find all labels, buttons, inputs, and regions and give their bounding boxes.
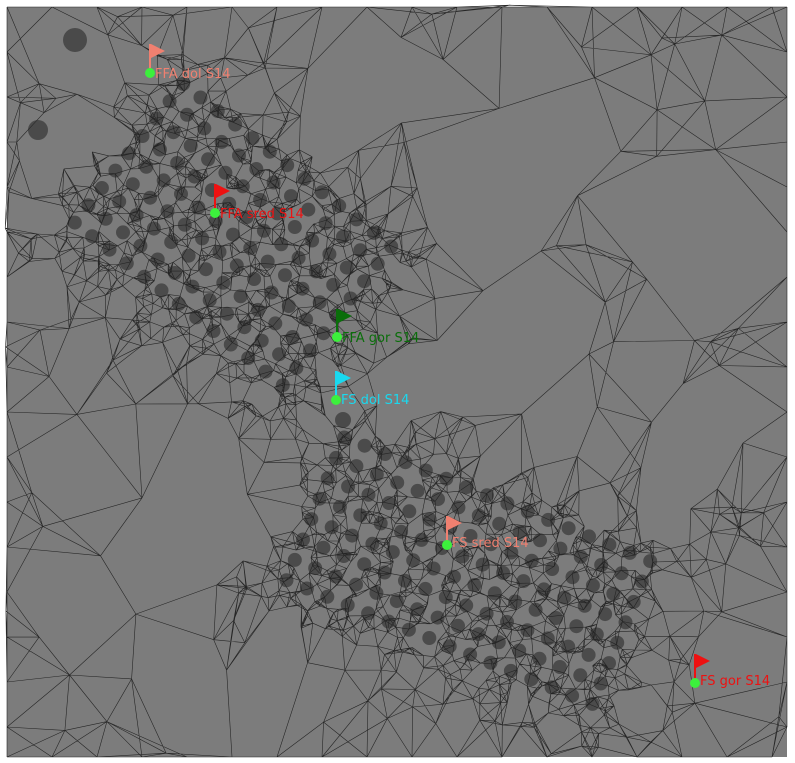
marker-label: FFA sred S14 [220,207,304,222]
triangle-mesh [4,4,788,758]
marker-fs-sred[interactable]: FS sred S14 [442,516,529,551]
flag-icon [338,309,352,323]
mesh-edges-path [4,4,788,758]
marker-point [145,68,155,78]
dense-spot [335,412,351,428]
marker-label: FS dol S14 [341,393,409,408]
flag-icon [696,654,710,668]
mesh-background [7,7,787,757]
flag-icon [151,44,165,58]
dense-spot [28,120,48,140]
dense-region-2 [279,430,658,711]
marker-ffa-dol[interactable]: FFA dol S14 [145,44,231,82]
marker-label: FS sred S14 [452,536,529,551]
marker-point [690,678,700,688]
marker-label: FFA gor S14 [342,331,419,346]
marker-label: FS gor S14 [700,674,770,689]
flag-icon [337,371,351,385]
marker-point [210,208,220,218]
marker-label: FFA dol S14 [155,67,231,82]
marker-point [442,540,452,550]
marker-point [332,332,342,342]
marker-point [331,395,341,405]
flag-icon [216,184,230,198]
dense-mesh-regions [28,28,658,711]
marker-fs-gor[interactable]: FS gor S14 [690,654,770,689]
marker-ffa-gor[interactable]: FFA gor S14 [332,309,419,346]
markers-layer: FFA dol S14 FFA sred S14 FFA gor S14 FS … [145,44,770,689]
marker-fs-dol[interactable]: FS dol S14 [331,371,409,408]
marker-ffa-sred[interactable]: FFA sred S14 [210,184,304,222]
dense-region-1 [67,76,399,393]
dense-spot [63,28,87,52]
flag-icon [448,516,462,530]
